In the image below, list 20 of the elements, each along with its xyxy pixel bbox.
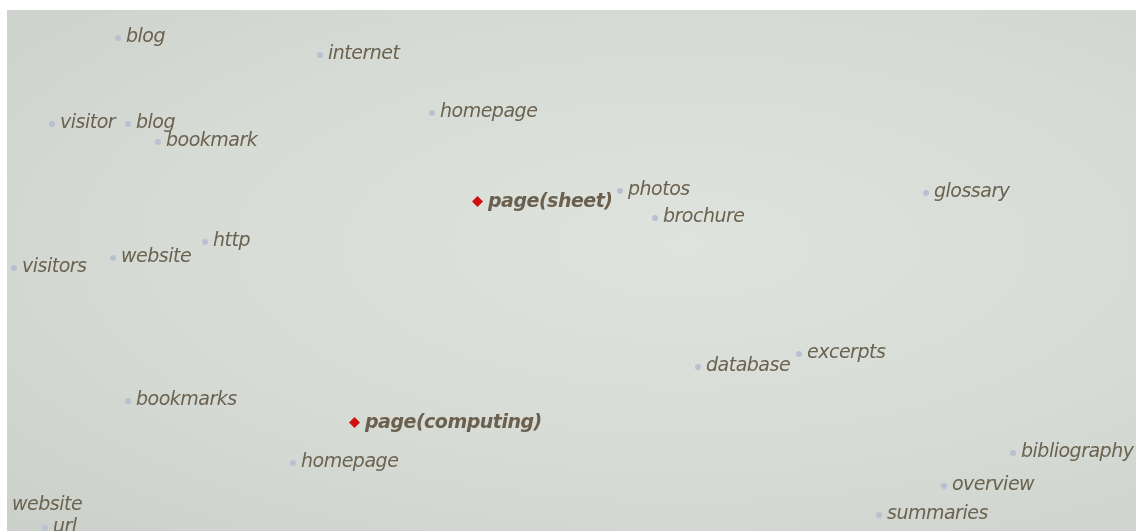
term-label: internet	[328, 41, 400, 63]
term-label: glossary	[934, 179, 1010, 201]
term-label: blog	[126, 24, 166, 46]
term-label: visitors	[22, 254, 87, 276]
term-label: database	[706, 353, 791, 375]
term-label: excerpts	[807, 340, 886, 362]
term-label: bibliography	[1021, 439, 1134, 461]
term-label: brochure	[663, 204, 745, 226]
term-label: overview	[952, 472, 1035, 494]
term-label: website	[121, 244, 192, 266]
term-label: http	[213, 228, 250, 250]
term-label: visitor	[60, 110, 116, 132]
term-label: page(computing)	[365, 410, 542, 432]
term-label: photos	[628, 177, 690, 199]
term-label: homepage	[301, 449, 399, 471]
term-label: page(sheet)	[488, 189, 613, 211]
term-label: homepage	[440, 99, 538, 121]
term-label: website	[12, 492, 83, 514]
term-label: bookmarks	[136, 387, 237, 409]
term-label: summaries	[887, 501, 988, 523]
